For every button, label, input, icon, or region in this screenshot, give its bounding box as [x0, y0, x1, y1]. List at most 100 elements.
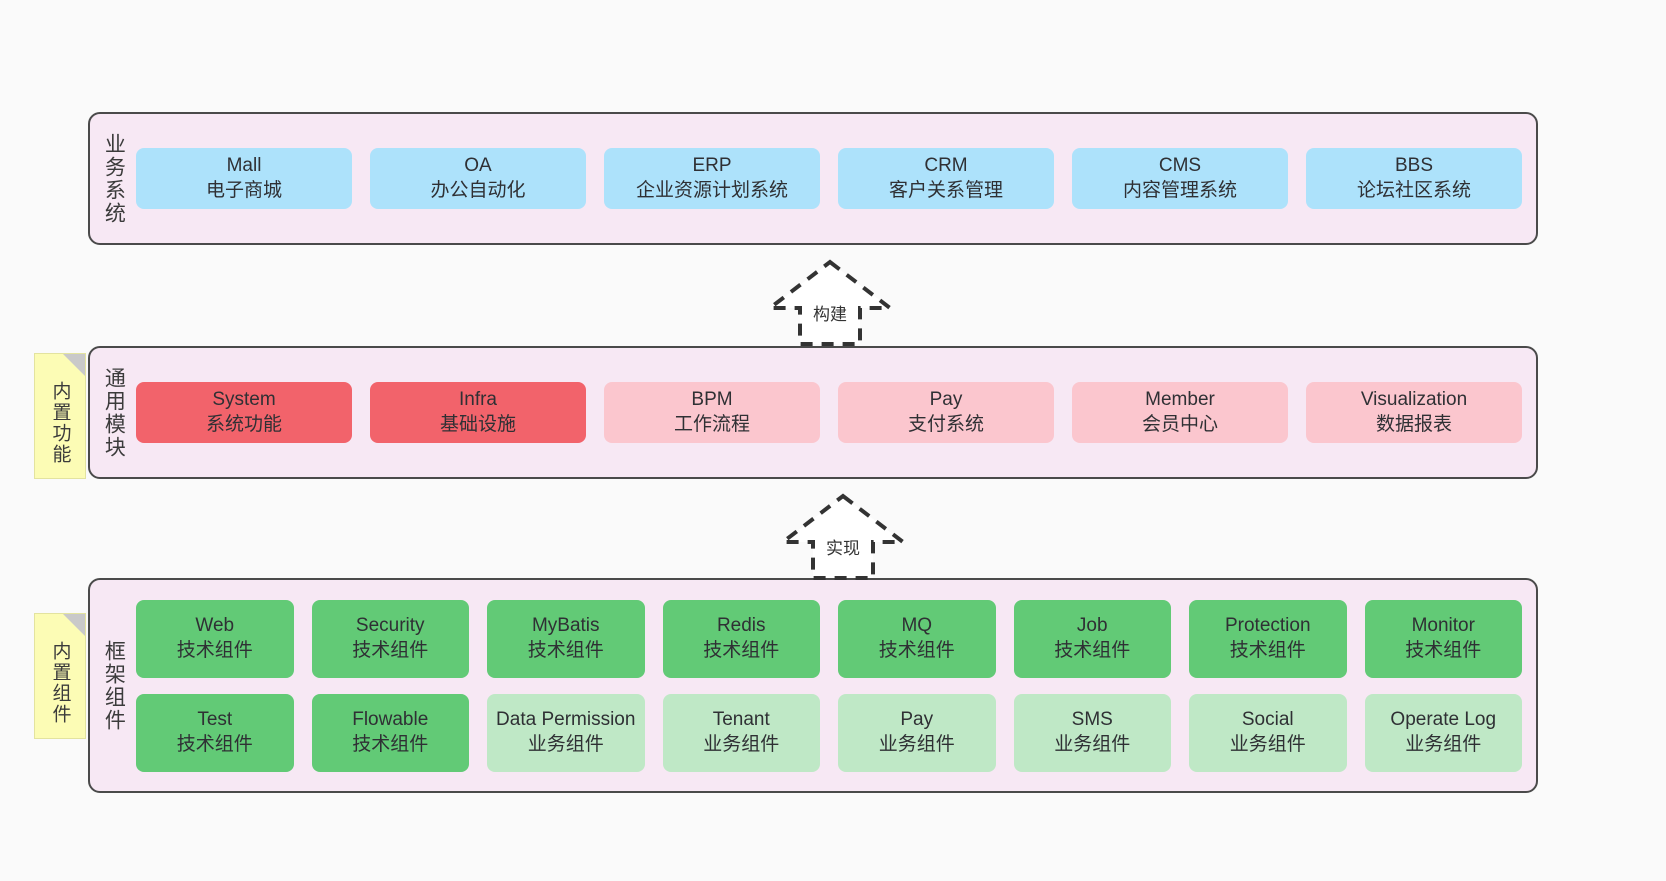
module-card-web[interactable]: Web 技术组件 — [136, 599, 294, 678]
card-title-cn: 基础设施 — [439, 413, 516, 435]
module-card-bpm[interactable]: BPM 工作流程 — [604, 382, 820, 443]
connector-build: 构建 — [755, 256, 905, 348]
card-title-cn: 论坛社区系统 — [1356, 179, 1471, 201]
module-card-tenant[interactable]: Tenant 业务组件 — [662, 693, 820, 772]
sticky-note-label: 内置功能 — [49, 381, 71, 465]
card-title-cn: 业务组件 — [1405, 733, 1482, 755]
build-arrow-icon — [764, 259, 896, 346]
card-title-cn: 电子商城 — [205, 179, 282, 201]
card-title-cn: 技术组件 — [527, 639, 604, 661]
layer-body-common: System 系统功能 Infra 基础设施 BPM 工作流程 Pay 支付系统… — [136, 348, 1536, 477]
card-title-cn: 数据报表 — [1375, 413, 1452, 435]
module-card-social[interactable]: Social 业务组件 — [1189, 693, 1347, 772]
card-title-en: OA — [464, 155, 492, 177]
card-title-en: Data Permission — [496, 709, 636, 731]
card-row: Mall 电子商城 OA 办公自动化 ERP 企业资源计划系统 CRM 客户关系… — [136, 148, 1522, 209]
module-card-redis[interactable]: Redis 技术组件 — [662, 599, 820, 678]
card-title-en: Web — [195, 615, 235, 637]
layer-business-systems: 业务系统 Mall 电子商城 OA 办公自动化 ERP 企业资源计划系统 CRM… — [88, 112, 1538, 245]
layer-label-framework: 框架组件 — [102, 639, 126, 732]
card-title-cn: 工作流程 — [673, 413, 750, 435]
card-title-cn: 业务组件 — [527, 733, 604, 755]
card-title-cn: 技术组件 — [878, 639, 955, 661]
connector-implement: 实现 — [768, 490, 918, 582]
module-card-bbs[interactable]: BBS 论坛社区系统 — [1306, 148, 1522, 209]
card-title-cn: 技术组件 — [1229, 639, 1306, 661]
card-title-en: Infra — [458, 389, 498, 411]
card-title-cn: 技术组件 — [176, 639, 253, 661]
layer-common-modules: 通用模块 System 系统功能 Infra 基础设施 BPM 工作流程 Pay… — [88, 346, 1538, 479]
layer-label-business: 业务系统 — [102, 132, 126, 225]
card-title-cn: 支付系统 — [907, 413, 984, 435]
module-card-visualization[interactable]: Visualization 数据报表 — [1306, 382, 1522, 443]
card-title-en: Pay — [900, 709, 934, 731]
module-card-mybatis[interactable]: MyBatis 技术组件 — [487, 599, 645, 678]
module-card-crm[interactable]: CRM 客户关系管理 — [838, 148, 1054, 209]
card-title-cn: 技术组件 — [176, 733, 253, 755]
implement-arrow-icon — [777, 493, 909, 580]
card-title-en: Social — [1241, 709, 1294, 731]
card-title-cn: 客户关系管理 — [888, 179, 1003, 201]
card-title-en: ERP — [692, 155, 732, 177]
module-card-system[interactable]: System 系统功能 — [136, 382, 352, 443]
module-card-data-permission[interactable]: Data Permission 业务组件 — [487, 693, 645, 772]
card-title-cn: 技术组件 — [352, 733, 429, 755]
module-card-cms[interactable]: CMS 内容管理系统 — [1072, 148, 1288, 209]
layer-label-common: 通用模块 — [102, 366, 126, 459]
card-title-cn: 技术组件 — [703, 639, 780, 661]
card-title-cn: 业务组件 — [878, 733, 955, 755]
module-card-erp[interactable]: ERP 企业资源计划系统 — [604, 148, 820, 209]
module-card-pay[interactable]: Pay 支付系统 — [838, 382, 1054, 443]
card-title-en: Mall — [226, 155, 262, 177]
card-title-cn: 业务组件 — [1229, 733, 1306, 755]
layer-body-business: Mall 电子商城 OA 办公自动化 ERP 企业资源计划系统 CRM 客户关系… — [136, 114, 1536, 243]
module-card-mq[interactable]: MQ 技术组件 — [838, 599, 996, 678]
module-card-operate-log[interactable]: Operate Log 业务组件 — [1364, 693, 1522, 772]
card-title-en: Protection — [1224, 615, 1311, 637]
card-title-cn: 会员中心 — [1141, 413, 1218, 435]
card-title-cn: 内容管理系统 — [1122, 179, 1237, 201]
module-card-flowable[interactable]: Flowable 技术组件 — [311, 693, 469, 772]
card-title-en: MQ — [901, 615, 933, 637]
module-card-test[interactable]: Test 技术组件 — [136, 693, 294, 772]
module-card-oa[interactable]: OA 办公自动化 — [370, 148, 586, 209]
card-title-cn: 业务组件 — [1054, 733, 1131, 755]
card-title-en: CRM — [924, 155, 968, 177]
sticky-note-label: 内置组件 — [49, 641, 71, 725]
card-title-en: Operate Log — [1390, 709, 1497, 731]
module-card-pay-biz[interactable]: Pay 业务组件 — [838, 693, 996, 772]
module-card-mall[interactable]: Mall 电子商城 — [136, 148, 352, 209]
card-row: System 系统功能 Infra 基础设施 BPM 工作流程 Pay 支付系统… — [136, 382, 1522, 443]
card-title-en: MyBatis — [531, 615, 600, 637]
module-card-infra[interactable]: Infra 基础设施 — [370, 382, 586, 443]
card-title-cn: 技术组件 — [1405, 639, 1482, 661]
module-card-monitor[interactable]: Monitor 技术组件 — [1364, 599, 1522, 678]
card-title-en: Job — [1076, 615, 1108, 637]
card-title-en: Visualization — [1360, 389, 1468, 411]
card-title-en: Pay — [929, 389, 963, 411]
card-title-en: Member — [1145, 389, 1215, 411]
card-title-cn: 系统功能 — [205, 413, 282, 435]
note-fold-corner-icon — [63, 354, 85, 376]
sticky-note-builtin-component: 内置组件 — [34, 613, 86, 739]
card-title-en: Redis — [716, 615, 766, 637]
note-fold-corner-icon — [63, 614, 85, 636]
module-card-job[interactable]: Job 技术组件 — [1013, 599, 1171, 678]
layer-body-framework: Web 技术组件 Security 技术组件 MyBatis 技术组件 Redi… — [136, 580, 1536, 791]
card-title-en: Flowable — [352, 709, 429, 731]
card-title-cn: 业务组件 — [703, 733, 780, 755]
connector-build-label: 构建 — [813, 305, 847, 324]
module-card-member[interactable]: Member 会员中心 — [1072, 382, 1288, 443]
card-title-en: Tenant — [712, 709, 770, 731]
module-card-sms[interactable]: SMS 业务组件 — [1013, 693, 1171, 772]
sticky-note-builtin-function: 内置功能 — [34, 353, 86, 479]
card-title-en: Monitor — [1411, 615, 1475, 637]
card-title-en: SMS — [1071, 709, 1113, 731]
card-title-cn: 企业资源计划系统 — [635, 179, 788, 201]
card-title-cn: 技术组件 — [352, 639, 429, 661]
card-title-en: CMS — [1158, 155, 1202, 177]
module-card-protection[interactable]: Protection 技术组件 — [1189, 599, 1347, 678]
module-card-security[interactable]: Security 技术组件 — [311, 599, 469, 678]
card-title-cn: 办公自动化 — [430, 179, 526, 201]
